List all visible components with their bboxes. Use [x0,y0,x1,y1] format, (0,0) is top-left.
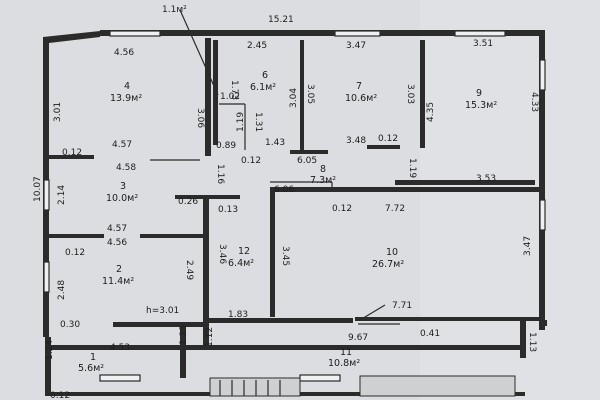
room-2-number: 2 [116,264,122,275]
room-12-area: 6.4м² [228,258,254,269]
dim-7-72: 7.72 [385,204,405,214]
dim-1-13: 1.13 [527,332,537,352]
dim-3-47-top: 3.47 [346,41,366,51]
dim-1-43: 1.43 [265,138,285,148]
paper-highlight [420,0,600,400]
room-1-area: 5.6м² [78,363,104,374]
room-2-area: 11.4м² [102,276,134,287]
dim-1-16: 1.16 [215,164,225,184]
dim-1-12: 1.12 [205,327,215,347]
room-9-number: 9 [476,88,482,99]
room-8-number: 8 [320,164,326,175]
dim-0-12-d: 0.12 [332,204,352,214]
dim-1-25: 1.25 [179,325,189,345]
dim-3-51: 3.51 [473,39,493,49]
room-9-area: 15.3м² [465,100,497,111]
dim-3-04: 3.04 [289,88,299,108]
dim-0-12-c: 0.12 [241,156,261,166]
dim-4-33: 4.33 [529,92,539,112]
room-3-number: 3 [120,181,126,192]
dim-2-48: 2.48 [57,280,67,300]
room-labels: 4 13.9м² 6 6.1м² 7 10.6м² 9 15.3м² 8 7.3… [78,70,497,374]
dim-h: h=3.01 [146,306,179,316]
dim-3-46: 3.46 [217,244,227,264]
room-11-area: 10.8м² [328,358,360,369]
dim-3-05: 3.05 [305,84,315,104]
dim-0-30: 0.30 [60,320,80,330]
dim-3-47-r: 3.47 [523,236,533,256]
dim-3-03: 3.03 [405,84,415,104]
dim-3-01: 3.01 [53,102,63,122]
dim-4-53: 4.53 [110,343,130,353]
dim-1-19: 1.19 [236,112,246,132]
room-10-number: 10 [386,247,398,258]
room-11-number: 11 [340,347,352,358]
dim-1-19-b: 1.19 [407,158,417,178]
dim-1-83: 1.83 [228,310,248,320]
dim-2-14: 2.14 [57,185,67,205]
dim-0-26: 0.26 [178,197,198,207]
dim-1-1m2: 1.1м² [162,5,187,15]
dim-10-07: 10.07 [33,176,43,202]
room-6-number: 6 [262,70,268,81]
room-10-area: 26.7м² [372,259,404,270]
dim-4-57-b: 4.57 [107,224,127,234]
bottom-strip [209,375,516,397]
dim-3-06: 3.06 [195,108,205,128]
dim-4-35: 4.35 [426,102,436,122]
dim-2-45: 2.45 [247,41,267,51]
dim-1-73: 1.73 [229,80,239,100]
dim-3-45: 3.45 [280,246,290,266]
room-3-area: 10.0м² [106,193,138,204]
dim-2-49: 2.49 [184,260,194,280]
room-4-area: 13.9м² [110,93,142,104]
dim-3-48: 3.48 [346,136,366,146]
room-12-number: 12 [238,246,250,257]
room-8-area: 7.3м² [310,175,336,186]
dim-3-53: 3.53 [476,174,496,184]
dim-6-06: 6.06 [274,185,294,195]
dim-0-12-e: 0.12 [65,248,85,258]
dim-6-05: 6.05 [297,156,317,166]
interior-walls [49,30,540,378]
dim-7-71: 7.71 [392,301,412,311]
dim-4-57-a: 4.57 [112,140,132,150]
dim-4-56-top: 4.56 [114,48,134,58]
room-1-number: 1 [90,352,96,363]
dim-0-12-a: 0.12 [378,134,398,144]
room-7-number: 7 [356,81,362,92]
room-4-number: 4 [124,81,130,92]
dim-0-89: 0.89 [216,141,236,151]
dim-0-13: 0.13 [218,205,238,215]
room-7-area: 10.6м² [345,93,377,104]
dim-9-67: 9.67 [348,333,368,343]
dim-1-24: 1.24 [45,340,55,360]
dim-0-12-b: 0.12 [62,148,82,158]
dimension-labels: 1.1м² 15.21 4.56 2.45 3.47 3.51 1.73 3.0… [33,5,539,400]
dim-4-58: 4.58 [116,163,136,173]
dim-4-56-b: 4.56 [107,238,127,248]
dim-1-02: 1.02 [220,92,240,102]
room-6-area: 6.1м² [250,82,276,93]
windows [43,30,546,382]
dim-1-31: 1.31 [253,112,263,132]
dim-0-41: 0.41 [420,329,440,339]
door-marks [150,9,400,325]
dim-15-21: 15.21 [268,15,294,25]
dim-0-12-f: 0.12 [50,391,70,400]
